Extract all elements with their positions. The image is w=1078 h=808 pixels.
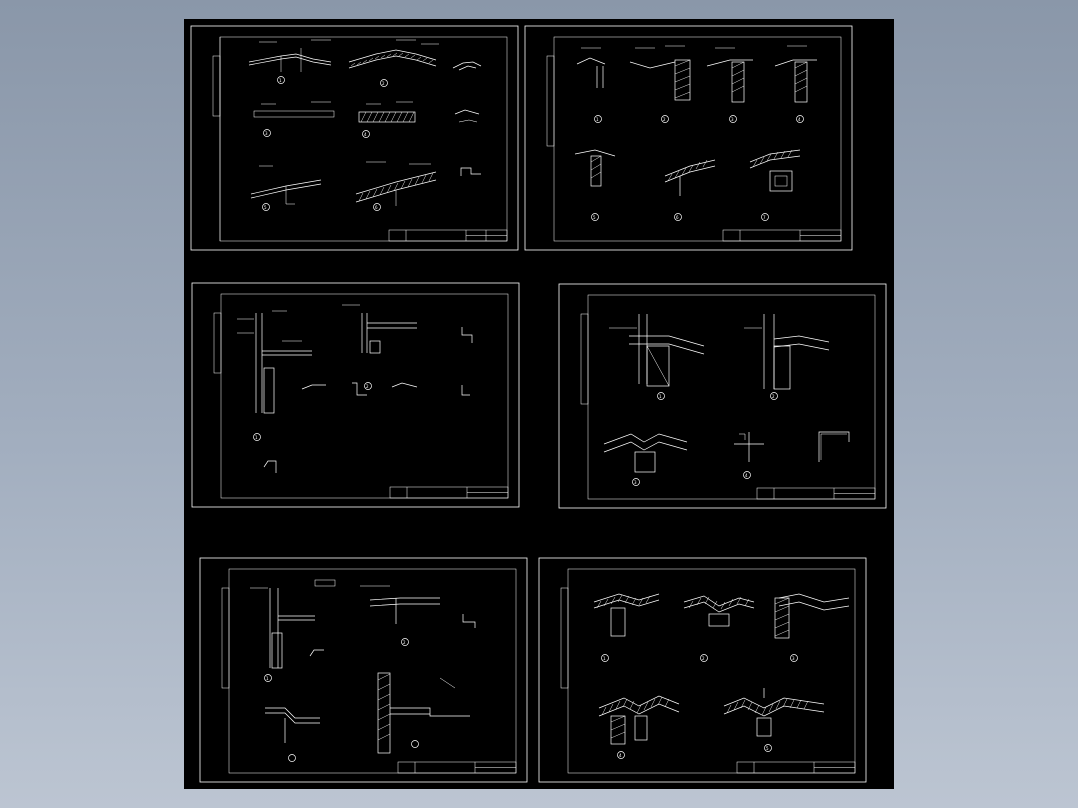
detail-number: 5 xyxy=(593,215,596,220)
detail-internal-gutter-a xyxy=(593,593,660,662)
sheet-outer-border xyxy=(524,25,853,251)
detail-number: 1 xyxy=(279,78,282,83)
sheet-outer-border xyxy=(538,557,867,783)
detail-parapet-c xyxy=(706,47,753,123)
detail-valley-gutter-b xyxy=(723,688,825,752)
detail-number: 1 xyxy=(603,656,606,661)
detail-parapet-d xyxy=(774,45,817,123)
detail-internal-gutter-b xyxy=(683,595,755,662)
detail-number: 1 xyxy=(255,435,258,440)
detail-number: 2 xyxy=(663,117,666,122)
sheet-2[interactable]: 1 2 3 4 5 6 7 xyxy=(524,25,853,251)
sheet-3[interactable]: 1 2 xyxy=(191,282,520,508)
detail-canopy xyxy=(265,707,320,762)
detail-insulated-panel xyxy=(358,101,416,138)
detail-number: 4 xyxy=(798,117,801,122)
title-block xyxy=(389,486,509,499)
detail-gutter-a xyxy=(574,149,616,221)
side-strip xyxy=(213,312,222,374)
detail-number: 2 xyxy=(403,640,406,645)
detail-cap-piece xyxy=(452,61,482,71)
side-strip xyxy=(560,587,569,689)
sheet-inner-border xyxy=(587,294,876,500)
sheet-outer-border xyxy=(191,282,520,508)
detail-wall-girt xyxy=(250,579,336,682)
detail-number: 1 xyxy=(596,117,599,122)
sheet-4[interactable]: 1 2 3 4 xyxy=(558,283,887,509)
detail-wall-column xyxy=(237,310,312,441)
title-block xyxy=(756,487,876,500)
title-block xyxy=(397,761,517,774)
side-strip xyxy=(212,55,221,117)
detail-gutter-c xyxy=(749,149,801,221)
detail-number: 1 xyxy=(659,394,662,399)
detail-number: 1 xyxy=(266,676,269,681)
detail-beam-connection xyxy=(342,304,417,390)
detail-number: 2 xyxy=(772,394,775,399)
detail-parapet-a xyxy=(576,47,606,123)
cad-drawing[interactable]: 1 2 3 4 5 6 xyxy=(184,19,894,789)
title-block xyxy=(736,761,856,774)
sheet-inner-border xyxy=(220,293,509,499)
drawing-canvas[interactable]: 1 2 3 4 5 6 xyxy=(184,19,894,789)
detail-purlin-clip xyxy=(734,432,764,479)
sheet-1[interactable]: 1 2 3 4 5 6 xyxy=(190,25,519,251)
side-strip xyxy=(546,55,555,147)
detail-insulated-ridge xyxy=(348,39,439,87)
detail-profiles xyxy=(263,327,473,473)
detail-number: 6 xyxy=(375,205,378,210)
detail-number: 3 xyxy=(634,480,637,485)
sheet-5[interactable]: 1 2 xyxy=(199,557,528,783)
sheet-6[interactable]: 1 2 3 4 5 xyxy=(538,557,867,783)
detail-wall-panel xyxy=(253,101,335,137)
detail-number: 3 xyxy=(792,656,795,661)
detail-number: 2 xyxy=(702,656,705,661)
detail-number: 5 xyxy=(766,746,769,751)
detail-ridge-frame xyxy=(609,314,705,400)
detail-number: 3 xyxy=(265,131,268,136)
detail-number: 4 xyxy=(619,753,622,758)
detail-eave-beam xyxy=(360,585,440,646)
sheet-outer-border xyxy=(190,25,519,251)
title-block xyxy=(722,229,842,242)
detail-number: 3 xyxy=(731,117,734,122)
detail-valley-gutter-a xyxy=(598,695,680,759)
side-strip xyxy=(221,587,230,689)
title-block xyxy=(388,229,508,242)
side-strip xyxy=(580,313,589,405)
detail-parapet-b xyxy=(629,45,691,123)
detail-number: 6 xyxy=(676,215,679,220)
detail-roof-ridge xyxy=(248,39,332,84)
detail-valley xyxy=(603,433,688,486)
detail-eave xyxy=(250,165,322,211)
sheet-outer-border xyxy=(199,557,528,783)
detail-number: 4 xyxy=(745,473,748,478)
detail-number: 2 xyxy=(382,81,385,86)
detail-gutter-b xyxy=(664,159,716,221)
detail-number: 5 xyxy=(264,205,267,210)
detail-wall-base xyxy=(377,672,470,754)
detail-small-cap xyxy=(454,109,480,123)
detail-flashing xyxy=(460,167,481,176)
detail-column-eave xyxy=(744,314,830,400)
detail-number: 7 xyxy=(763,215,766,220)
sheet-outer-border xyxy=(558,283,887,509)
detail-number: 2 xyxy=(366,384,369,389)
detail-internal-gutter-c xyxy=(774,593,850,662)
detail-hook-profile xyxy=(818,431,850,462)
detail-insulated-eave xyxy=(355,161,437,211)
detail-number: 4 xyxy=(364,132,367,137)
detail-z-profile xyxy=(309,614,476,657)
